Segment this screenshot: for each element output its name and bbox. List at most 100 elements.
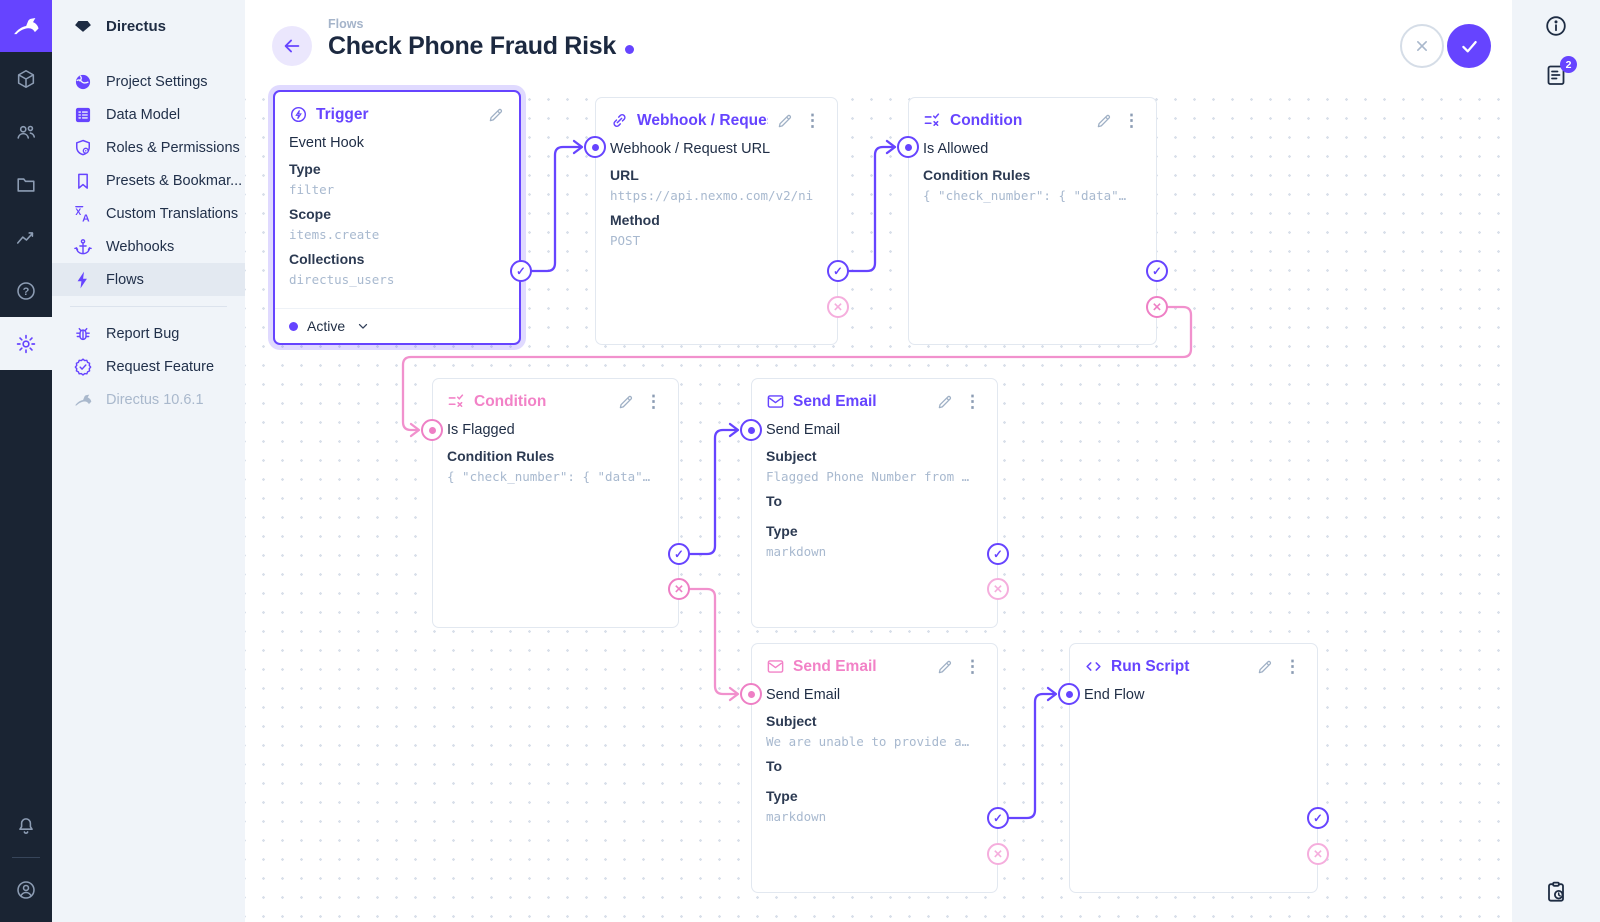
account-menu[interactable] [0,863,52,916]
resolve-port[interactable]: ✓ [827,260,849,282]
field-value: Flagged Phone Number from … [766,469,970,484]
field-value: directus_users [289,272,395,287]
flow-status-toggle[interactable]: Active [275,308,519,343]
field-label: Scope [289,206,332,222]
node-title: Webhook / Request URL [637,111,768,129]
sidebar-item-presets-bookmarks[interactable]: Presets & Bookmar... [52,164,245,197]
module-docs[interactable]: ? [0,264,52,317]
x-icon: ✕ [993,849,1003,861]
flow-node-condition-allowed[interactable]: Condition ⋮ Is Allowed Condition Rules {… [908,97,1157,345]
reject-port[interactable]: ✕ [1146,296,1168,318]
flow-canvas[interactable]: Flows Check Phone Fraud Risk [245,0,1512,922]
module-file-library[interactable] [0,158,52,211]
input-port[interactable] [1058,683,1080,705]
flow-node-condition-flagged[interactable]: Condition ⋮ Is Flagged Condition Rules {… [432,378,679,628]
module-settings[interactable] [0,317,52,370]
kebab-menu-icon[interactable]: ⋮ [804,110,821,130]
sidebar-item-report-bug[interactable]: Report Bug [52,317,245,350]
check-icon [1461,40,1477,52]
reject-port[interactable]: ✕ [1307,843,1329,865]
sidebar-item-roles-permissions[interactable]: Roles & Permissions [52,131,245,164]
kebab-menu-icon[interactable]: ⋮ [1123,110,1140,130]
flow-node-run-script[interactable]: Run Script ⋮ End Flow [1069,643,1318,893]
notes-button[interactable]: 2 [1544,56,1577,87]
flow-node-send-email-flagged[interactable]: Send Email ⋮ Send Email Subject Flagged … [751,378,998,628]
rabbit-version-icon [73,390,93,410]
node-body: Send Email Subject Flagged Phone Number … [752,420,997,561]
kebab-menu-icon[interactable]: ⋮ [645,391,662,411]
mail-icon [766,657,785,676]
breadcrumb[interactable]: Flows [328,17,364,31]
dot-icon [1065,690,1073,698]
edit-icon[interactable] [1256,658,1274,676]
save-button[interactable] [1447,24,1491,68]
sidebar-version: Directus 10.6.1 [52,383,245,416]
module-user-directory[interactable] [0,105,52,158]
flow-node-webhook[interactable]: Webhook / Request URL ⋮ Webhook / Reques… [595,97,838,345]
help-icon: ? [17,281,35,300]
directus-logo[interactable] [0,0,52,52]
reject-port[interactable]: ✕ [827,296,849,318]
edit-icon[interactable] [776,112,794,130]
node-body: Is Flagged Condition Rules { "check_numb… [433,420,678,486]
reject-port[interactable]: ✕ [987,843,1009,865]
module-insights[interactable] [0,211,52,264]
sidebar-item-data-model[interactable]: Data Model [52,98,245,131]
unsaved-changes-dot [624,44,634,54]
kebab-menu-icon[interactable]: ⋮ [964,391,981,411]
edit-icon[interactable] [617,393,635,411]
rabbit-logo-icon [14,18,39,35]
verified-icon [73,357,93,377]
field-value: POST [610,233,641,248]
sidebar-item-request-feature[interactable]: Request Feature [52,350,245,383]
edit-icon[interactable] [936,658,954,676]
input-port[interactable] [897,136,919,158]
reject-port[interactable]: ✕ [668,578,690,600]
globe-icon [73,72,93,92]
input-port[interactable] [421,419,443,441]
dot-icon [428,426,436,434]
project-header[interactable]: Directus [52,0,245,52]
resolve-port[interactable]: ✓ [1146,260,1168,282]
reject-port[interactable]: ✕ [987,578,1009,600]
svg-text:A: A [82,213,90,224]
x-icon: ✕ [833,302,843,314]
input-port[interactable] [740,683,762,705]
revisions-button[interactable] [1544,880,1568,904]
flow-node-send-email-unable[interactable]: Send Email ⋮ Send Email Subject We are u… [751,643,998,893]
clipboard-clock-icon [1548,881,1564,902]
node-title: Run Script [1111,657,1190,675]
sidebar-item-webhooks[interactable]: Webhooks [52,230,245,263]
field-label: To [766,758,783,774]
notifications-bell[interactable] [0,799,52,852]
check-icon: ✓ [516,266,526,278]
x-icon: ✕ [1313,849,1323,861]
resolve-port[interactable]: ✓ [987,543,1009,565]
kebab-menu-icon[interactable]: ⋮ [964,656,981,676]
flow-node-trigger[interactable]: Trigger Event Hook Type filter Scope ite… [273,90,521,345]
operation-name: Is Flagged [447,422,515,438]
resolve-port[interactable]: ✓ [510,260,532,282]
status-dot [289,321,298,331]
node-body: End Flow [1070,685,1317,706]
field-label: Condition Rules [923,167,1031,183]
resolve-port[interactable]: ✓ [1307,807,1329,829]
discard-button[interactable] [1400,24,1444,68]
resolve-port[interactable]: ✓ [987,807,1009,829]
sidebar-nav: Project Settings Data Model Roles & Perm… [52,52,245,416]
edit-icon[interactable] [936,393,954,411]
field-value: { "check_number": { "data"… [923,188,1127,203]
edit-icon[interactable] [487,106,505,124]
module-content[interactable] [0,52,52,105]
back-button[interactable] [272,26,312,66]
sidebar-item-project-settings[interactable]: Project Settings [52,65,245,98]
resolve-port[interactable]: ✓ [668,543,690,565]
sidebar-item-flows[interactable]: Flows [52,263,245,296]
kebab-menu-icon[interactable]: ⋮ [1284,656,1301,676]
edit-icon[interactable] [1095,112,1113,130]
bolt-icon [73,270,93,290]
info-button[interactable] [1544,14,1568,38]
input-port[interactable] [584,136,606,158]
input-port[interactable] [740,419,762,441]
